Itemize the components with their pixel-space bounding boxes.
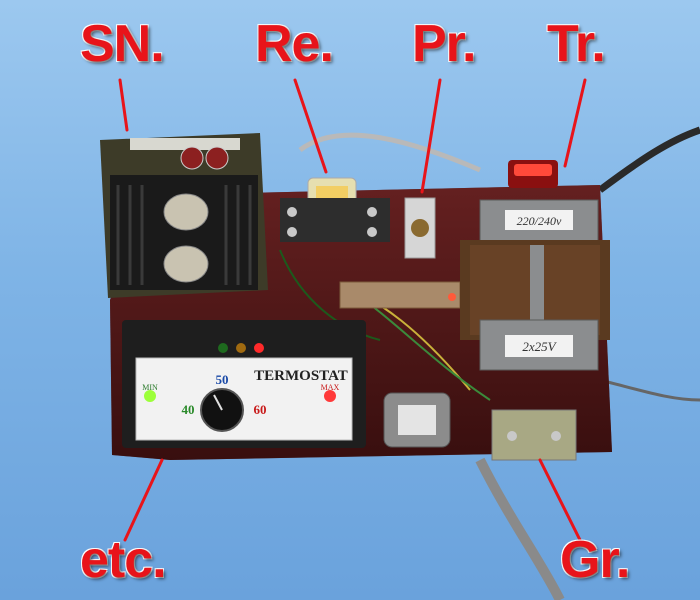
scale-50: 50 <box>216 372 229 387</box>
transistor-2 <box>163 245 209 283</box>
led-max <box>324 390 336 402</box>
pcb-strip <box>130 138 240 150</box>
led-min <box>144 390 156 402</box>
callout-etc: etc. <box>80 531 167 589</box>
power-switch-lamp <box>514 164 552 176</box>
transistor-1 <box>163 193 209 231</box>
cable-thin <box>599 378 700 402</box>
transformer-label-bottom-bg <box>505 335 573 357</box>
pointer-gr <box>538 458 582 542</box>
cable-black <box>597 126 700 193</box>
terminal-screw <box>367 207 377 217</box>
scale-60: 60 <box>254 402 267 417</box>
led-red <box>254 343 264 353</box>
pointer-re <box>293 78 328 174</box>
fuse-cap <box>411 219 429 237</box>
sensor-face <box>398 405 436 435</box>
transformer-label-bottom: 2x25V <box>522 339 557 354</box>
capacitor-2 <box>205 146 229 170</box>
pointer-pr <box>420 78 442 194</box>
led-amber <box>236 343 246 353</box>
thermostat-title: TERMOSTAT <box>254 368 348 384</box>
pointer-etc <box>123 458 164 542</box>
terminal-screw <box>287 227 297 237</box>
callout-tr: Tr. <box>547 15 606 73</box>
terminal-screw <box>287 207 297 217</box>
cable-gray-bottom <box>475 457 565 600</box>
callout-pr: Pr. <box>412 15 476 73</box>
pointer-lines <box>118 78 587 542</box>
thermostat-unit <box>122 320 366 448</box>
pointer-tr <box>563 78 587 168</box>
wire-dark-green <box>279 249 381 341</box>
led-green <box>218 343 228 353</box>
transformer-label-top-bg <box>505 210 573 230</box>
callout-gr: Gr. <box>560 531 630 589</box>
scale-40: 40 <box>182 402 195 417</box>
rectifier-board <box>491 409 577 461</box>
resistor-block <box>339 281 461 309</box>
indicator-led-orange <box>448 293 456 301</box>
thermostat-min-label: MIN <box>142 383 158 392</box>
callout-sn: SN. <box>80 15 165 73</box>
knob-indicator <box>213 394 223 411</box>
transformer-label-top: 220/240v <box>517 214 562 228</box>
cable-gray <box>298 132 481 173</box>
terminal-screw <box>367 227 377 237</box>
pointer-sn <box>118 78 129 132</box>
callout-re: Re. <box>255 15 334 73</box>
thermostat-max-label: MAX <box>321 383 340 392</box>
capacitor-1 <box>180 146 204 170</box>
rectifier-terminal <box>507 431 517 441</box>
rectifier-terminal <box>551 431 561 441</box>
